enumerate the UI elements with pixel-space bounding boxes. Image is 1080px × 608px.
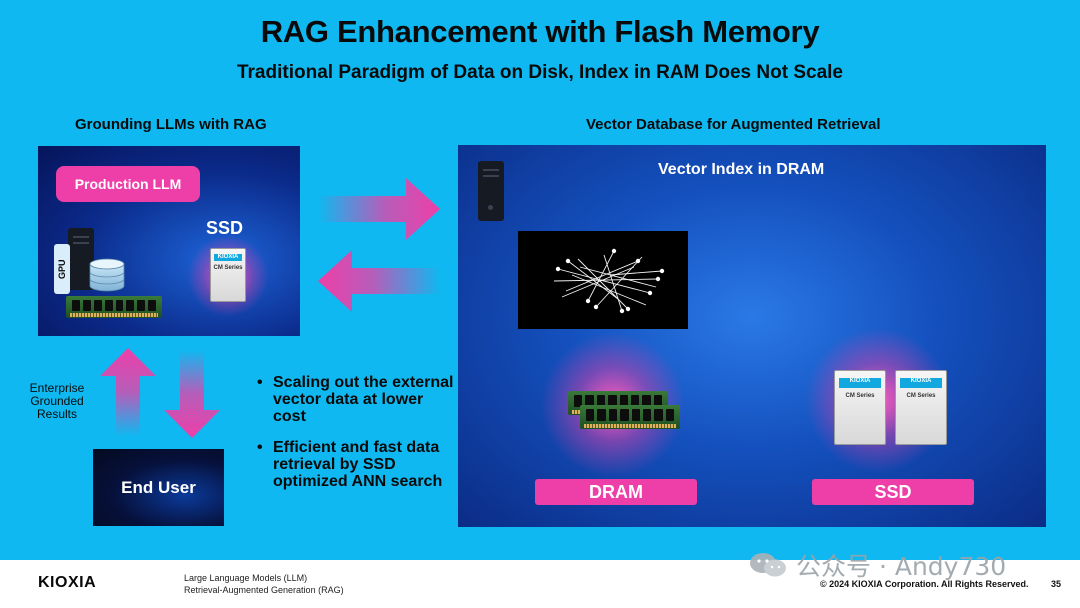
ssd-drive-icon: KIOXIA CM Series (895, 370, 947, 445)
arrow-down-icon (164, 350, 220, 438)
vector-database-panel: Vector Index in DRAM (458, 145, 1046, 527)
page-number: 35 (1051, 579, 1062, 589)
footnote-llm: Large Language Models (LLM) (184, 573, 308, 583)
kioxia-logo: KIOXIA (38, 574, 97, 591)
arrow-left-icon (318, 250, 440, 312)
ssd-series: CM Series (845, 392, 875, 399)
right-ssd-label: SSD (812, 479, 974, 505)
arrow-up-icon (100, 348, 156, 436)
footnote-rag: Retrieval-Augmented Generation (RAG) (184, 585, 344, 595)
wechat-icon (750, 553, 786, 577)
ssd-drive-icon: KIOXIA CM Series (834, 370, 886, 445)
dram-label: DRAM (535, 479, 697, 505)
ssd-drive-icon: KIOXIA CM Series (210, 248, 246, 302)
network-graph-icon (553, 248, 665, 314)
database-icon (89, 258, 125, 292)
enterprise-results-label: Enterprise Grounded Results (29, 381, 85, 421)
ssd-brand: KIOXIA (839, 378, 881, 388)
arrow-right-icon (318, 178, 440, 240)
slide-area: RAG Enhancement with Flash Memory Tradit… (0, 0, 1080, 560)
left-section-heading: Grounding LLMs with RAG (75, 116, 267, 133)
slide-subtitle: Traditional Paradigm of Data on Disk, In… (236, 62, 843, 83)
ssd-brand: KIOXIA (213, 254, 243, 261)
gpu-tag: GPU (54, 244, 70, 294)
benefit-list: Scaling out the external vector data at … (255, 374, 455, 504)
end-user-box: End User (93, 449, 224, 526)
ssd-brand: KIOXIA (900, 378, 942, 388)
ssd-series: CM Series (906, 392, 936, 399)
rag-grounding-panel: Production LLM SSD GPU KIOXIA CM Series (38, 146, 300, 336)
left-ssd-label: SSD (206, 218, 244, 238)
benefit-item: Efficient and fast data retrieval by SSD… (255, 439, 455, 490)
memory-module-icon (580, 405, 680, 429)
watermark: 公众号 · Andy730 (748, 548, 1006, 582)
server-tower-icon (478, 161, 504, 221)
watermark-text: 公众号 · Andy730 (796, 552, 1007, 581)
copyright-text: © 2024 KIOXIA Corporation. All Rights Re… (820, 579, 1029, 589)
slide-title: RAG Enhancement with Flash Memory (260, 14, 820, 49)
production-llm-label: Production LLM (56, 166, 200, 202)
vector-graph-image (518, 231, 688, 329)
benefit-item: Scaling out the external vector data at … (255, 374, 455, 425)
right-section-heading: Vector Database for Augmented Retrieval (586, 116, 881, 133)
memory-module-icon (66, 296, 162, 318)
vector-index-title: Vector Index in DRAM (658, 161, 825, 178)
ssd-series: CM Series (213, 264, 243, 271)
